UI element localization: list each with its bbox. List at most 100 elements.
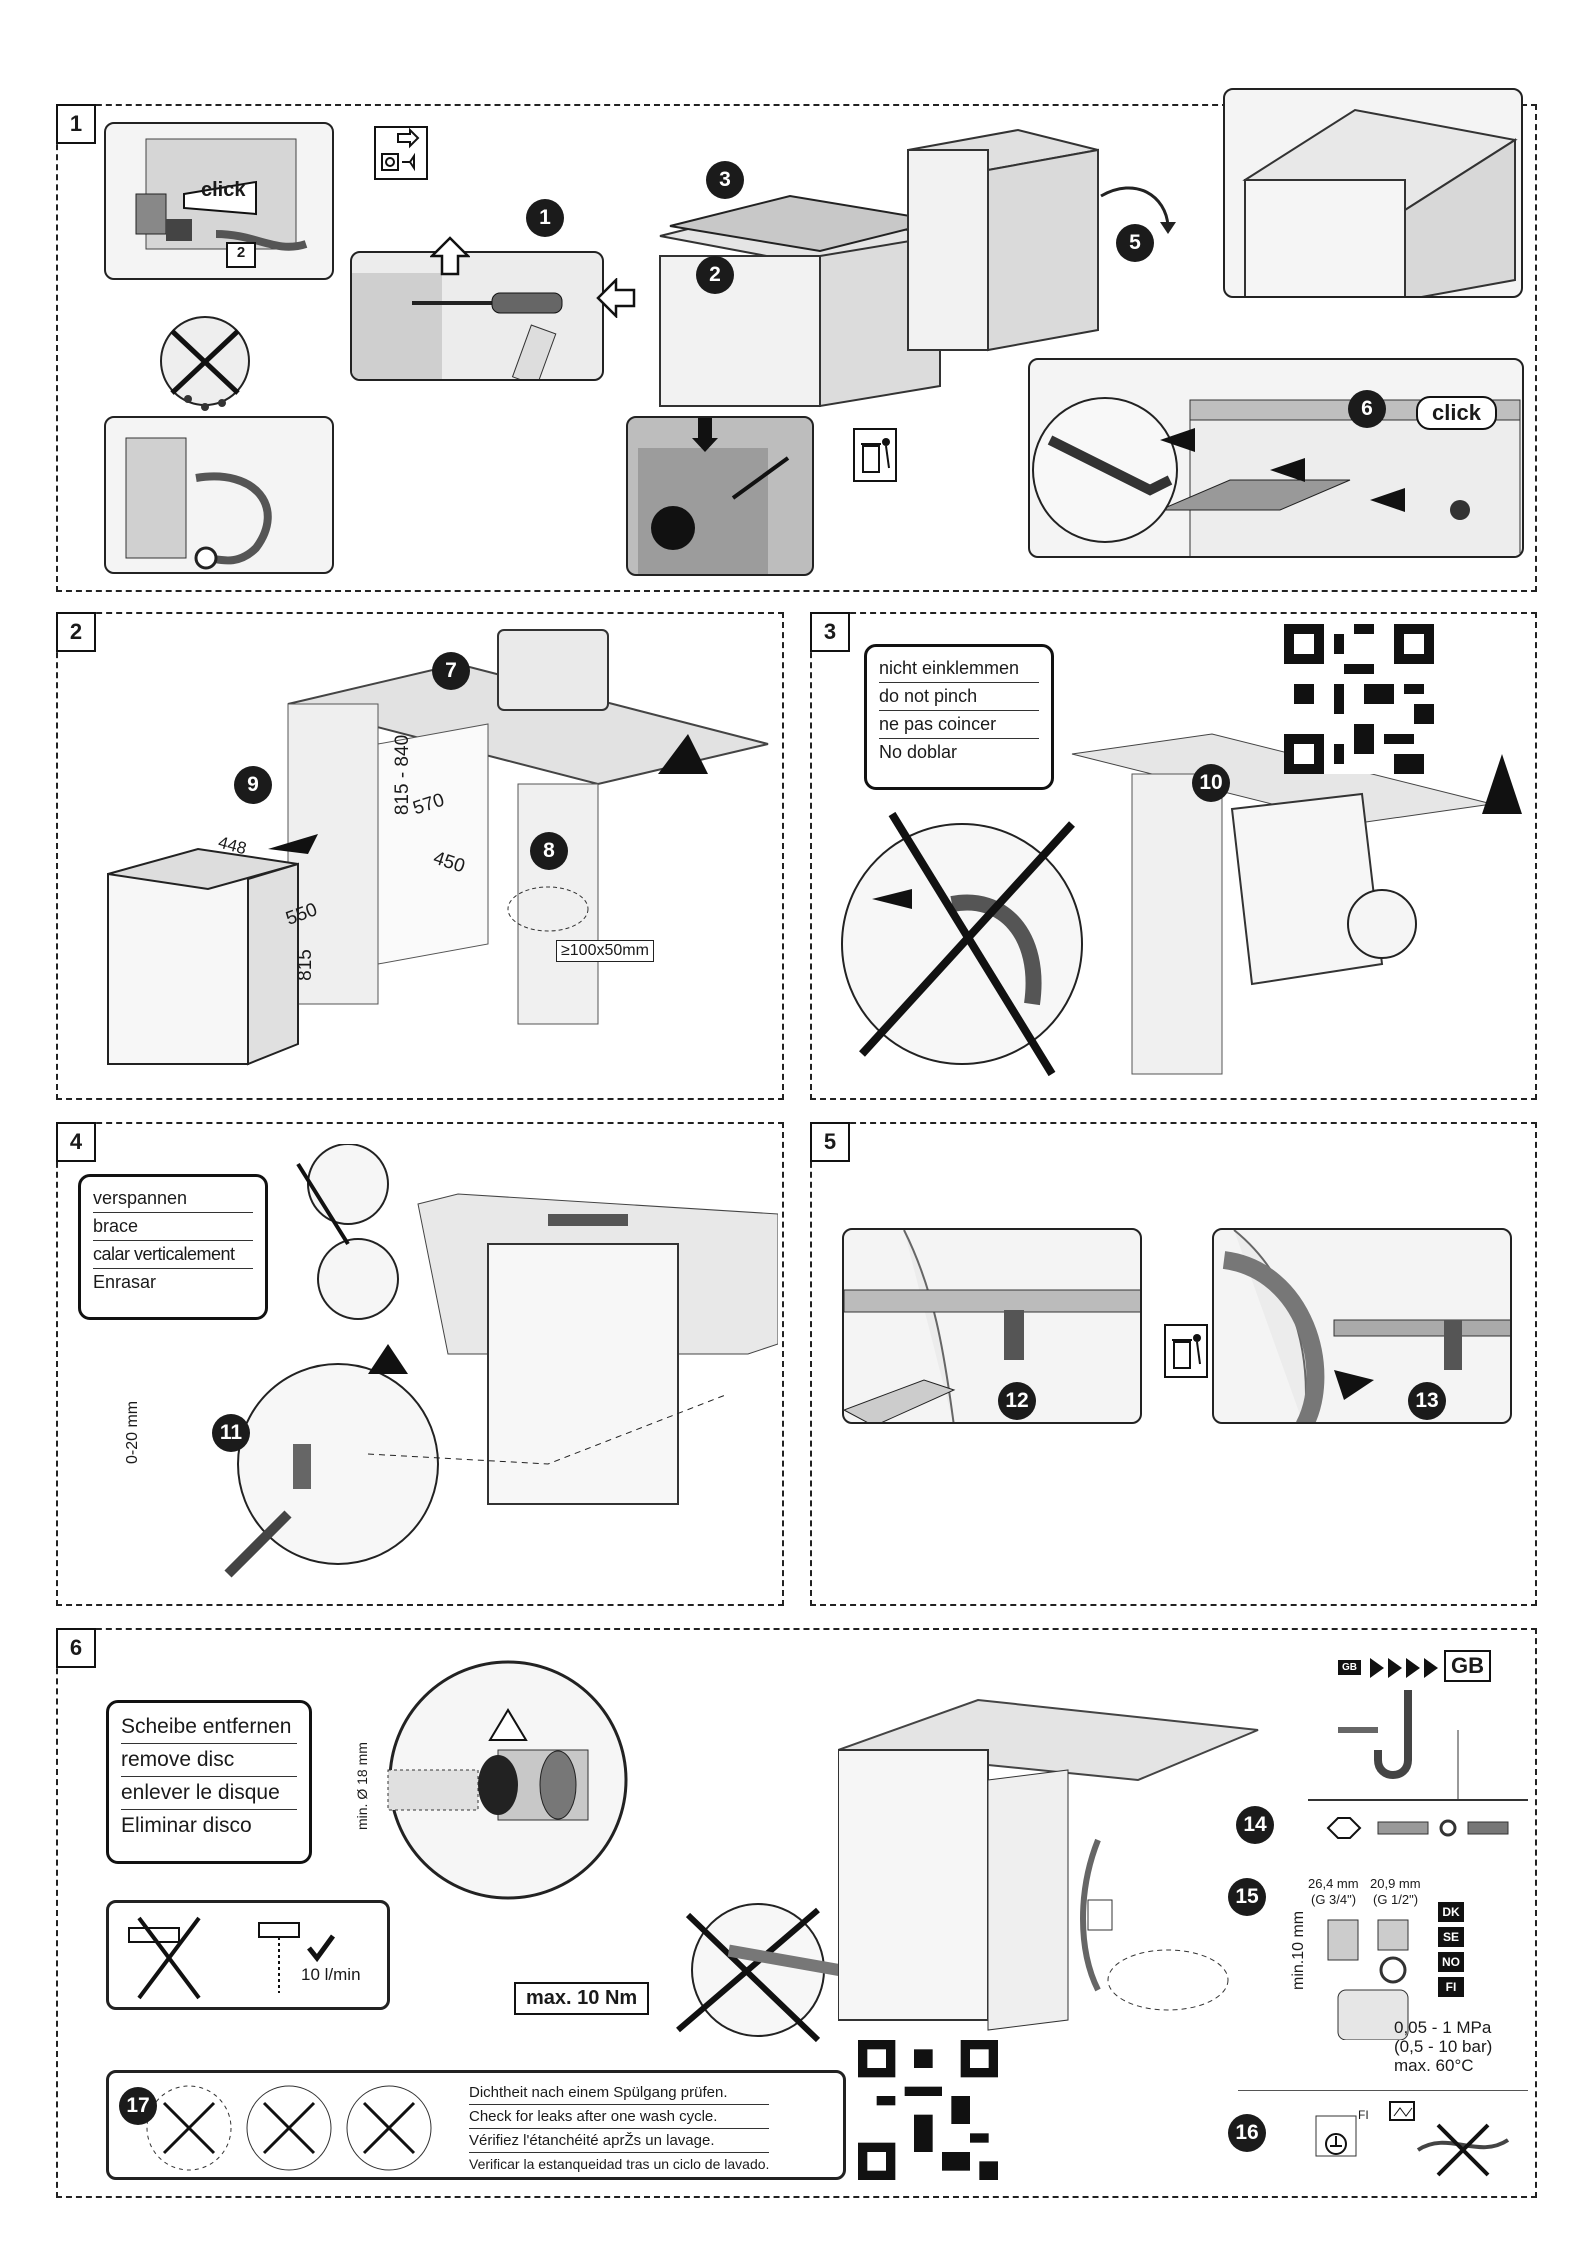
step-9: 9 [234,766,272,804]
pressure-bar: (0,5 - 10 bar) [1394,2037,1493,2056]
leak-check-de: Dichtheit nach einem Spülgang prüfen. [469,2081,770,2105]
flow-rate-label: 10 l/min [301,1965,361,1984]
niche-illustration [107,629,769,1066]
step-16: 16 [1228,2114,1266,2152]
pinch-label-fr: ne pas coincer [879,711,1039,739]
disconnect-icon [374,126,428,180]
disc-label-es: Eliminar disco [121,1814,252,1837]
gb-small: GB [1338,1660,1361,1675]
gb-large: GB [1444,1650,1491,1682]
click-label: click [201,179,246,201]
pressure-temp: max. 60°C [1394,2056,1474,2075]
no-drip-symbol [160,316,250,411]
adjust-range: 0-20 mm [124,1400,141,1464]
pinch-label-de: nicht einklemmen [879,655,1039,683]
cover-detail-illustration [1242,108,1518,296]
country-fi: FI [1438,1977,1464,1997]
torque-illustration [676,1903,848,2043]
thread-large: 26,4 mm [1308,1876,1359,1891]
brace-label-en: brace [93,1213,253,1241]
step-12: 12 [998,1382,1036,1420]
step-10: 10 [1192,764,1230,802]
leak-check-text: Dichtheit nach einem Spülgang prüfen. Ch… [469,2081,770,2176]
torque-label: max. 10 Nm [514,1982,650,2015]
trim-remove-inset [1212,1228,1512,1424]
remove-disc-box: Scheibe entfernen remove disc enlever le… [106,1700,312,1864]
pinch-warning-box: nicht einklemmen do not pinch ne pas coi… [864,644,1054,790]
step-6: 6 [1348,390,1386,428]
trash-icon-2 [1164,1324,1208,1378]
rail-click-illustration [1032,397,1521,556]
panel-number: 2 [56,612,96,652]
screwdriver-inset [350,251,604,381]
earth-socket-icon [1315,2115,1357,2157]
screwdriver-icon [352,273,563,379]
brace-label-box: verspannen brace calar verticalement Enr… [78,1174,268,1320]
leak-check-es: Verificar la estanqueidad tras un ciclo … [469,2156,770,2172]
leak-symbols [146,2085,432,2171]
panel-number: 1 [56,104,96,144]
trim-cut-illustration [844,1230,1140,1422]
thread-small: 20,9 mm [1370,1876,1421,1891]
rail-click-inset [1028,358,1524,558]
flow-rate-box: 10 l/min [106,1900,390,2010]
flow-rate-illustration [128,1916,336,2000]
panel-5: 5 12 13 [810,1122,1537,1606]
leak-check-fr: Vérifiez l'étanchéité aprŽs un lavage. [469,2129,770,2153]
pinch-label-en: do not pinch [879,683,1039,711]
disc-label-fr: enlever le disque [121,1777,297,1810]
trim-remove-illustration [1222,1230,1510,1422]
clip-insert-inset [626,416,814,576]
dishwasher-no-cover [907,128,1099,352]
min-height-label: min.10 mm [1290,1910,1307,1990]
clip-insert-illustration [638,418,790,574]
cover-detail-inset [1223,88,1523,298]
country-no: NO [1438,1952,1464,1972]
panel-number: 6 [56,1628,96,1668]
hose-connector-illustration [135,138,308,251]
pressure-mpa: 0,05 - 1 MPa [1394,2018,1492,2037]
qr-code [1284,624,1434,774]
dim-hole-size: ≥100x50mm [556,940,654,962]
step-13: 13 [1408,1382,1446,1420]
panel-4: 4 verspannen brace calar verticalement E… [56,1122,784,1606]
step-5: 5 [1116,224,1154,262]
step-8: 8 [530,832,568,870]
connector-illustration [1327,1919,1409,2040]
step-3: 3 [706,161,744,199]
leak-check-box: 17 Dichtheit nach einem Spülgang prüfen.… [106,2070,846,2180]
panel-6: 6 Scheibe entfernen remove disc enlever … [56,1628,1537,2198]
hose-click-inset: click 2 [104,122,334,280]
step-15: 15 [1228,1878,1266,1916]
step-14: 14 [1236,1806,1274,1844]
country-codes: DK SE NO FI [1438,1902,1464,1997]
click-label-2: click [1416,396,1497,430]
disc-removal-illustration [387,1660,628,1900]
brace-label-de: verspannen [93,1185,253,1213]
qr-code-2 [858,2040,998,2180]
panel-number: 5 [810,1122,850,1162]
siphon-illustration [1308,1690,1528,1839]
pinch-label-es: No doblar [879,742,958,762]
brace-label-fr: calar verticalement [93,1241,253,1269]
step-17: 17 [119,2087,157,2125]
curved-arrow [1100,186,1176,234]
leak-check-en: Check for leaks after one wash cycle. [469,2105,770,2129]
thread-small-sub: (G 1/2") [1373,1892,1419,1907]
panel-number: 3 [810,612,850,652]
divider [1238,2090,1528,2091]
panel-1: 1 click 2 [56,88,1537,592]
pressure-spec: 0,05 - 1 MPa (0,5 - 10 bar) max. 60°C [1394,2018,1492,2075]
sub-step-badge: 2 [226,242,256,268]
country-se: SE [1438,1927,1464,1947]
panel-2: 2 7 8 9 448 550 815 815 - 840 570 450 ≥1… [56,612,784,1100]
min-diameter-label: min. Ø 18 mm [354,1742,370,1830]
panel-number: 4 [56,1122,96,1162]
dim-height: 815 [294,949,316,981]
no-extension-icon [1389,2101,1510,2177]
fi-label: FI [1358,2108,1369,2122]
inlet-hose-illustration [125,437,272,570]
step-1: 1 [526,199,564,237]
step-7: 7 [432,652,470,690]
up-arrow-outline [430,236,470,276]
